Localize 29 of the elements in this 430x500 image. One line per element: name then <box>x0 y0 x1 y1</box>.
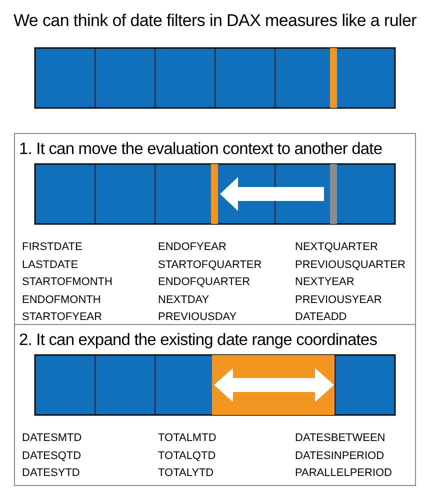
function-name: DATESINPERIOD <box>295 450 384 462</box>
function-name: ENDOFQUARTER <box>158 276 250 288</box>
function-name: PREVIOUSQUARTER <box>295 258 406 270</box>
section-heading: 1. It can move the evaluation context to another date <box>19 140 382 158</box>
function-name: PREVIOUSYEAR <box>295 294 382 306</box>
section-panel <box>14 324 416 486</box>
function-name: ENDOFMONTH <box>22 294 101 306</box>
function-name: NEXTQUARTER <box>295 241 378 253</box>
function-name: ENDOFYEAR <box>158 241 226 253</box>
function-name: LASTDATE <box>22 258 78 270</box>
title: We can think of date filters in DAX measures like a ruler <box>13 10 417 32</box>
function-name: TOTALQTD <box>158 450 216 462</box>
function-name: DATESYTD <box>22 467 80 479</box>
function-name: PARALLELPERIOD <box>295 467 392 479</box>
function-name: STARTOFYEAR <box>22 311 102 323</box>
function-name: DATESMTD <box>22 432 82 444</box>
function-name: FIRSTDATE <box>22 241 82 253</box>
function-name: DATEADD <box>295 311 347 323</box>
section-heading: 2. It can expand the existing date range coordinates <box>19 331 378 349</box>
function-name: STARTOFMONTH <box>22 276 112 288</box>
function-name: TOTALYTD <box>158 467 214 479</box>
section-panel <box>14 133 416 325</box>
function-name: STARTOFQUARTER <box>158 258 262 270</box>
function-name: PREVIOUSDAY <box>158 311 237 323</box>
function-name: DATESBETWEEN <box>295 432 386 444</box>
function-name: NEXTDAY <box>158 294 210 306</box>
function-name: NEXTYEAR <box>295 276 354 288</box>
function-name: TOTALMTD <box>158 432 216 444</box>
function-name: DATESQTD <box>22 450 82 462</box>
